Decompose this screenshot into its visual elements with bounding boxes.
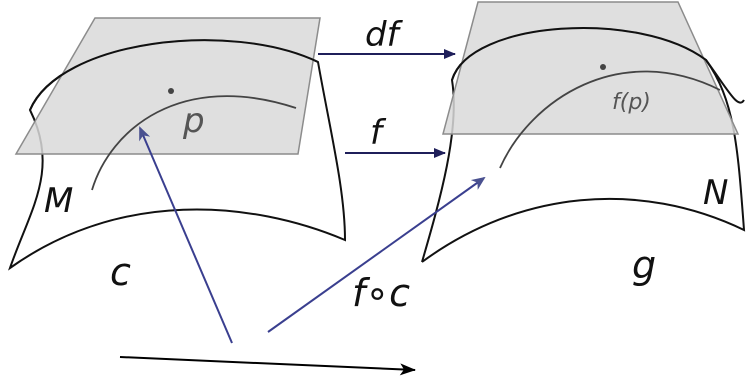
label-fp: f(p) xyxy=(612,90,651,115)
arrow-c xyxy=(139,126,233,344)
real-line-arrow xyxy=(119,356,416,376)
point-p xyxy=(168,88,174,94)
point-fp xyxy=(600,64,606,70)
manifold-M-top-edge xyxy=(29,39,319,111)
curve-c xyxy=(91,95,297,191)
tangent-plane-right xyxy=(442,1,740,135)
label-g: g xyxy=(632,243,656,287)
label-f: f xyxy=(370,113,387,153)
curve-fc xyxy=(499,70,721,169)
tangent-plane-left xyxy=(14,17,321,155)
label-c: c xyxy=(110,250,131,294)
label-M: M xyxy=(44,181,73,221)
manifold-N-top-edge xyxy=(451,27,745,104)
label-fc: f∘c xyxy=(352,271,410,315)
arrow-fc xyxy=(267,176,486,333)
label-p: p xyxy=(182,101,205,141)
label-N: N xyxy=(703,173,728,213)
label-df: df xyxy=(365,15,404,55)
